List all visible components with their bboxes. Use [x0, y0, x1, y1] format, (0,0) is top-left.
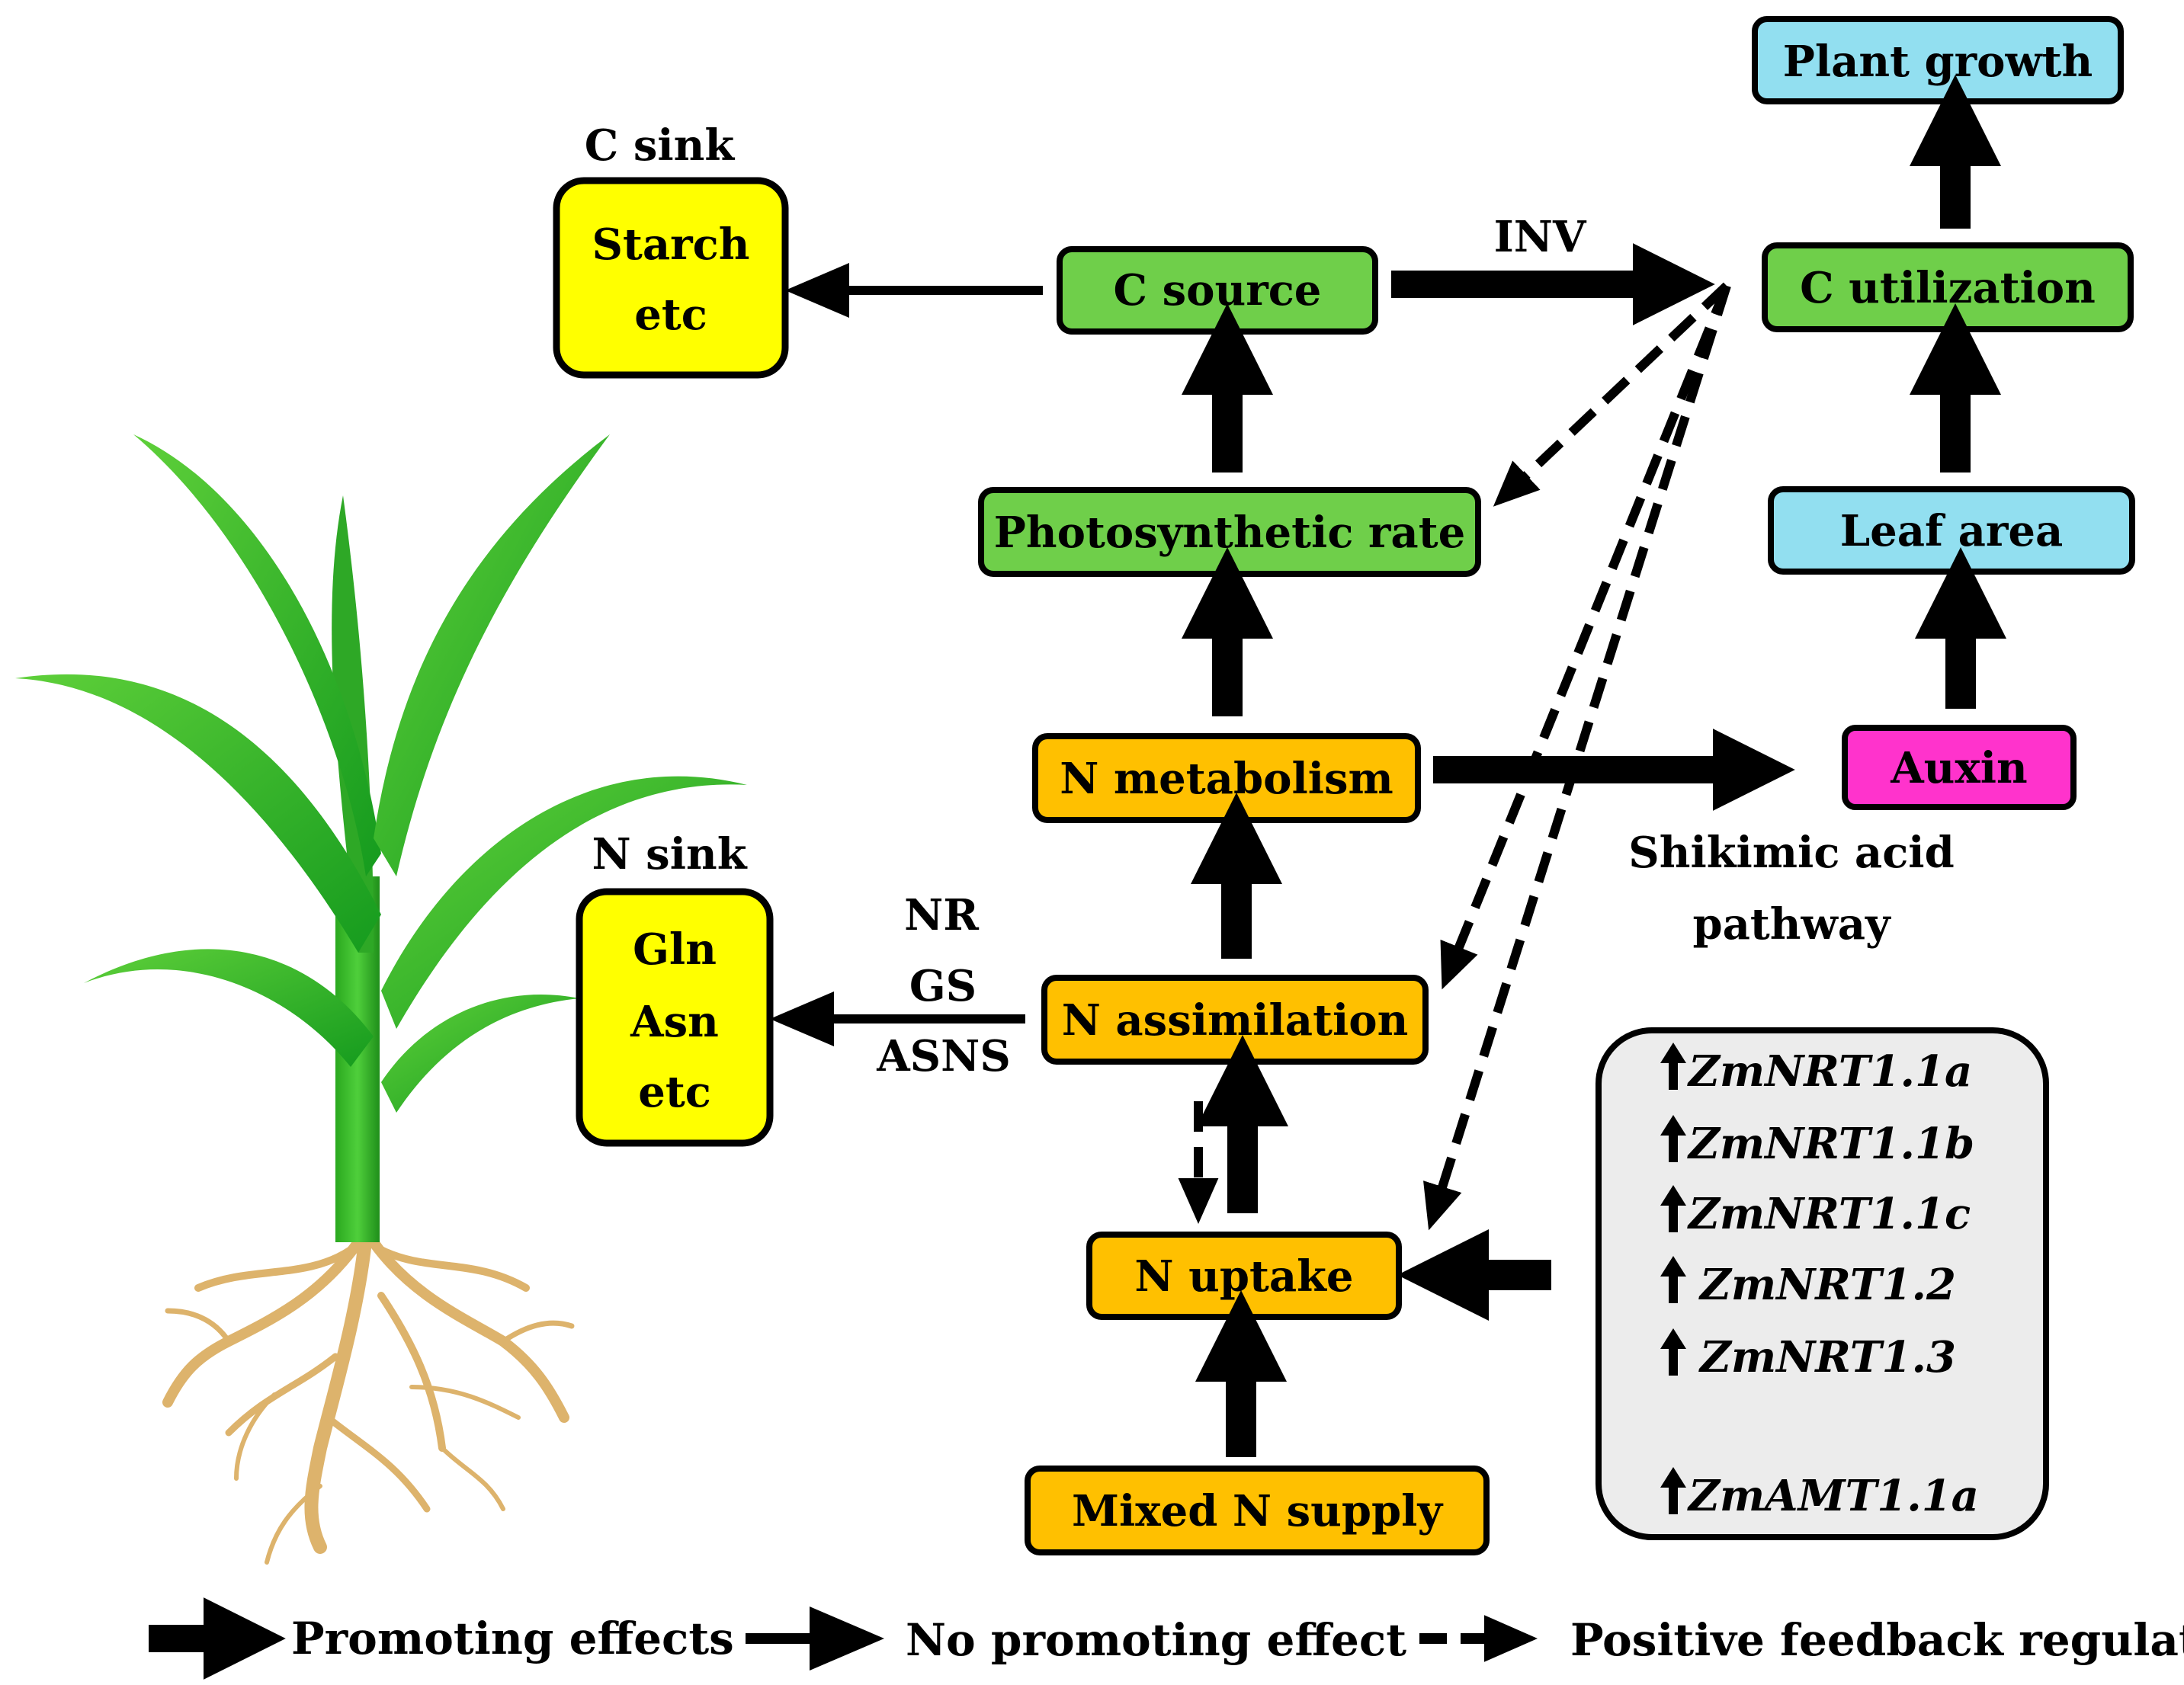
svg-text:N assimilation: N assimilation [1062, 995, 1409, 1046]
up-arrow-icon [1660, 1467, 1686, 1514]
asns-label: ASNS [876, 1031, 1011, 1081]
nr-label: NR [904, 890, 979, 940]
n-sink-line-2: Asn [630, 997, 719, 1047]
svg-text:ZmNRT1.1c: ZmNRT1.1c [1687, 1189, 1971, 1239]
shikimic-label-2: pathway [1692, 899, 1891, 950]
gene-panel: ZmNRT1.1a ZmNRT1.1b ZmNRT1.1c ZmNRT1.2 Z… [1596, 1027, 2049, 1540]
legend-feedback: Positive feedback regulation [1419, 1614, 2184, 1666]
up-arrow-icon [1660, 1043, 1686, 1090]
c-sink-box: Starch etc [553, 177, 789, 379]
gs-label: GS [909, 961, 977, 1011]
gene-row-2: ZmNRT1.1b [1660, 1115, 1974, 1169]
thick-arrows [1182, 75, 2006, 1457]
n-sink-line-1: Gln [633, 924, 717, 975]
c-utilization-node: C utilization [1762, 242, 2134, 332]
thin-arrows [770, 263, 1043, 1046]
svg-text:ZmNRT1.1a: ZmNRT1.1a [1687, 1046, 1972, 1097]
shikimic-label-1: Shikimic acid [1628, 828, 1954, 878]
svg-text:N uptake: N uptake [1134, 1251, 1353, 1302]
photosynthetic-rate-node: Photosynthetic rate [978, 487, 1481, 577]
n-sink-line-3: etc [638, 1067, 711, 1117]
feedback-to-n-uptake [1423, 284, 1731, 1231]
gene-row-4: ZmNRT1.2 [1660, 1256, 1956, 1310]
n-metabolism-node: N metabolism [1032, 733, 1421, 823]
svg-text:N metabolism: N metabolism [1060, 754, 1393, 804]
n-sink-box: Gln Asn etc [576, 888, 774, 1147]
svg-text:C utilization: C utilization [1800, 263, 2096, 313]
svg-text:Auxin: Auxin [1890, 743, 2028, 793]
c-sink-line-2: etc [634, 290, 707, 340]
gene-row-5: ZmNRT1.3 [1660, 1328, 1956, 1382]
svg-text:Plant growth: Plant growth [1783, 37, 2093, 87]
gene-row-6: ZmAMT1.1a [1660, 1467, 1979, 1521]
legend: Promoting effects No promoting effect Po… [149, 1597, 2184, 1680]
legend-promoting: Promoting effects [149, 1597, 734, 1680]
plant-leaves [15, 434, 747, 1113]
svg-text:ZmAMT1.1a: ZmAMT1.1a [1687, 1471, 1979, 1521]
up-arrow-icon [1660, 1185, 1686, 1232]
up-arrow-icon [1660, 1256, 1686, 1303]
dashed-feedback-arrows [1178, 282, 1731, 1231]
svg-text:Promoting effects: Promoting effects [291, 1613, 734, 1664]
n-uptake-node: N uptake [1086, 1232, 1402, 1320]
plant-growth-node: Plant growth [1752, 16, 2124, 104]
svg-text:Positive feedback regulation: Positive feedback regulation [1570, 1614, 2184, 1666]
feedback-to-photosynthetic [1493, 282, 1730, 507]
gene-row-1: ZmNRT1.1a [1660, 1043, 1972, 1097]
svg-text:ZmNRT1.3: ZmNRT1.3 [1698, 1332, 1956, 1382]
leaf-area-node: Leaf area [1768, 486, 2135, 575]
c-sink-line-1: Starch [592, 219, 750, 270]
c-sink-title: C sink [585, 120, 736, 171]
n-sink-title: N sink [592, 829, 748, 879]
c-source-node: C source [1057, 246, 1378, 335]
svg-text:Leaf area: Leaf area [1840, 506, 2064, 556]
feedback-to-n-assimilation [1440, 284, 1731, 990]
maize-plant-illustration [15, 434, 747, 1565]
svg-text:No promoting effect: No promoting effect [906, 1614, 1406, 1666]
up-arrow-icon [1660, 1328, 1686, 1376]
svg-text:C source: C source [1114, 265, 1322, 316]
svg-text:Photosynthetic rate: Photosynthetic rate [994, 508, 1465, 558]
mixed-n-supply-node: Mixed N supply [1025, 1466, 1490, 1555]
svg-text:ZmNRT1.1b: ZmNRT1.1b [1687, 1119, 1974, 1169]
gene-row-3: ZmNRT1.1c [1660, 1185, 1971, 1239]
root-system [162, 1228, 575, 1565]
legend-no-promoting: No promoting effect [746, 1607, 1406, 1671]
auxin-node: Auxin [1842, 725, 2077, 810]
svg-text:Mixed N supply: Mixed N supply [1072, 1486, 1443, 1536]
n-assimilation-node: N assimilation [1041, 975, 1429, 1065]
up-arrow-icon [1660, 1115, 1686, 1162]
inv-label: INV [1494, 212, 1587, 262]
svg-text:ZmNRT1.2: ZmNRT1.2 [1698, 1260, 1956, 1310]
